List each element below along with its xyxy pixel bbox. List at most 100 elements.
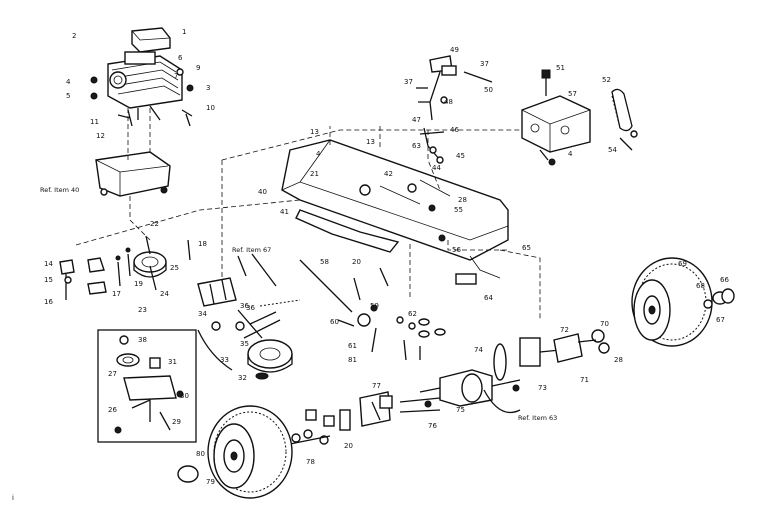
callout-67: 67 [716,316,725,324]
callout-56: 56 [452,246,461,254]
callout-20: 20 [352,258,361,266]
callout-47: 47 [412,116,421,124]
callout-labels: 1 2 3 4 5 6 7 9 10 11 12 13 13 14 15 16 … [44,28,729,486]
callout-64: 64 [484,294,493,302]
callout-37-b: 37 [480,60,489,68]
shift-lever-assembly [416,55,493,164]
callout-68: 68 [696,282,705,290]
callout-3: 3 [206,84,210,92]
callout-48: 48 [444,98,453,106]
callout-70: 70 [600,320,609,328]
callout-20-b: 20 [344,442,353,450]
callout-78: 78 [306,458,315,466]
footer-mark: i [12,494,14,502]
idler-pulley-group [197,277,301,380]
callout-23: 23 [138,306,147,314]
callout-79: 79 [206,478,215,486]
callout-24: 24 [160,290,169,298]
callout-42: 42 [384,170,393,178]
callout-28-b: 28 [458,196,467,204]
callout-77: 77 [372,382,381,390]
callout-58: 58 [320,258,329,266]
callout-59: 59 [370,302,379,310]
callout-22: 22 [150,220,159,228]
callout-19: 19 [134,280,143,288]
transaxle-assembly [521,69,638,166]
callout-9: 9 [196,64,200,72]
inset-detail-box [97,329,197,443]
callout-27: 27 [108,370,117,378]
callout-75: 75 [456,406,465,414]
callout-38: 38 [138,336,147,344]
callout-65: 65 [522,244,531,252]
callout-29: 29 [172,418,181,426]
callout-57: 57 [568,90,577,98]
callout-4-b: 4 [316,150,321,158]
callout-40: 40 [258,188,267,196]
callout-63: 63 [412,142,421,150]
callout-4: 4 [66,78,71,86]
callout-25: 25 [170,264,179,272]
callout-55: 55 [454,206,463,214]
callout-14: 14 [44,260,53,268]
ref-item-63: Ref. Item 63 [518,414,557,422]
left-hardware [59,235,277,300]
callout-11: 11 [90,118,99,126]
callout-17: 17 [112,290,121,298]
callout-41: 41 [280,208,289,216]
callout-37-a: 37 [404,78,413,86]
callout-36-b: 36 [240,302,249,310]
callout-73: 73 [538,384,547,392]
reference-labels: Ref. Item 40 Ref. Item 67 Ref. Item 63 [40,186,557,422]
callout-30: 30 [180,392,189,400]
callout-51: 51 [556,64,565,72]
callout-49: 49 [450,46,459,54]
callout-45: 45 [456,152,465,160]
callout-74: 74 [474,346,483,354]
callout-12: 12 [96,132,105,140]
callout-4-c: 4 [568,150,573,158]
callout-54: 54 [608,146,617,154]
callout-33: 33 [220,356,229,364]
callout-32: 32 [238,374,247,382]
callout-46: 46 [450,126,459,134]
callout-28: 28 [614,356,623,364]
callout-15: 15 [44,276,53,284]
callout-81: 81 [348,356,357,364]
callout-36: 36 [246,304,255,312]
callout-61: 61 [348,342,357,350]
callout-10: 10 [206,104,215,112]
frame-chassis [75,126,560,320]
callout-72: 72 [560,326,569,334]
ref-item-67: Ref. Item 67 [232,246,271,254]
callout-1: 1 [182,28,186,36]
callout-52: 52 [602,76,611,84]
callout-44: 44 [432,164,441,172]
callout-66: 66 [720,276,729,284]
callout-31: 31 [168,358,177,366]
callout-50: 50 [484,86,493,94]
rear-tire [631,257,735,347]
callout-2: 2 [72,32,76,40]
callout-16: 16 [44,298,53,306]
callout-18: 18 [198,240,207,248]
callout-60: 60 [330,318,339,326]
callout-62: 62 [408,310,417,318]
rear-axle-group [359,329,610,427]
front-hardware [289,409,351,445]
callout-34: 34 [198,310,207,318]
callout-71: 71 [580,376,589,384]
callout-7: 7 [174,72,178,80]
callout-35: 35 [240,340,249,348]
callout-6: 6 [178,54,183,62]
callout-26: 26 [108,406,117,414]
callout-21: 21 [310,170,319,178]
engine-assembly [90,27,194,241]
front-tire [177,405,293,499]
callout-13-a: 13 [310,128,319,136]
callout-76: 76 [428,422,437,430]
brake-rod-group [299,259,446,361]
callout-69: 69 [678,260,687,268]
ref-item-40: Ref. Item 40 [40,186,79,194]
